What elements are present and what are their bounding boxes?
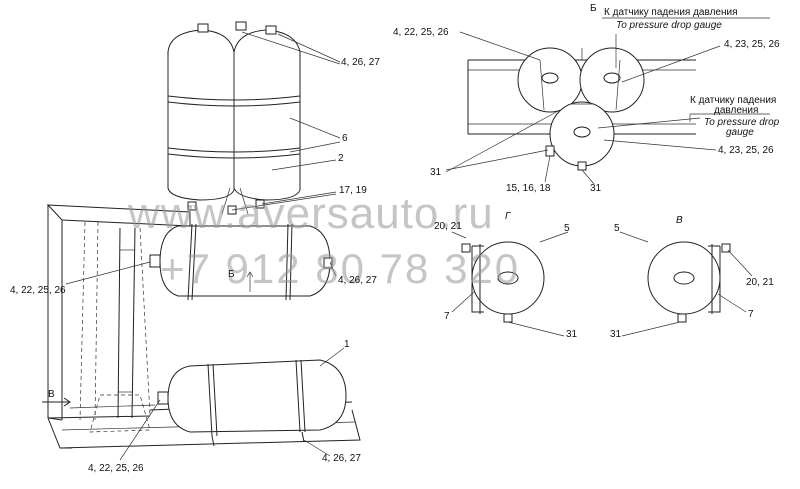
sensor-ru-2: К датчику падения	[690, 95, 777, 106]
callout-bands: 6	[342, 133, 348, 144]
callout-lower-tank: 1	[344, 339, 350, 350]
callout-g-7: 7	[444, 311, 450, 322]
callout-bottom-left: 4, 22, 25, 26	[88, 463, 144, 474]
callout-b-top-left: 4, 22, 25, 26	[393, 27, 449, 38]
callout-b-bottom-31: 31	[590, 183, 602, 194]
watermark-site: www.aversauto.ru	[128, 189, 494, 238]
callout-g-20-21: 20, 21	[434, 221, 462, 232]
callout-left-valve: 4, 22, 25, 26	[10, 285, 66, 296]
view-b	[445, 17, 770, 185]
view-v-arrow-label: В	[48, 389, 55, 400]
view-b-title: Б	[590, 3, 597, 14]
callout-mid-right: 4, 26, 27	[338, 275, 377, 286]
callout-g-5: 5	[564, 223, 570, 234]
callout-v-5: 5	[614, 223, 620, 234]
sensor-en-1: To pressure drop gauge	[616, 20, 722, 31]
callout-bottom-right: 4, 26, 27	[322, 453, 361, 464]
callout-fittings: 17, 19	[339, 185, 367, 196]
view-v	[619, 231, 753, 337]
sensor-en-2b: gauge	[726, 127, 754, 138]
sensor-en-2: To pressure drop	[704, 117, 780, 128]
view-g-title: Г	[505, 211, 511, 222]
callout-g-31: 31	[566, 329, 578, 340]
callout-b-right-bottom: 4, 23, 25, 26	[718, 145, 774, 156]
frame-rails	[46, 204, 361, 449]
callout-v-7: 7	[748, 309, 754, 320]
callout-top-caps: 4, 26, 27	[341, 57, 380, 68]
watermark-phone: +7 912 80 78 320	[160, 245, 521, 292]
leader-lines-left	[65, 31, 345, 461]
view-v-title: В	[676, 215, 683, 226]
view-b-arrow-label: Б	[228, 269, 235, 280]
sensor-ru-2b: давления	[714, 105, 759, 116]
middle-tank	[149, 223, 333, 301]
callout-b-drain: 15, 16, 18	[506, 183, 551, 194]
callout-b-left-31: 31	[430, 167, 442, 178]
callout-b-right-top: 4, 23, 25, 26	[724, 39, 780, 50]
upper-tank-pair	[167, 21, 301, 215]
view-g	[451, 231, 569, 337]
lower-tank	[42, 359, 347, 447]
callout-v-20-21: 20, 21	[746, 277, 774, 288]
sensor-ru-1: К датчику падения давления	[604, 7, 738, 18]
callout-strap: 2	[338, 153, 344, 164]
callout-v-31: 31	[610, 329, 622, 340]
